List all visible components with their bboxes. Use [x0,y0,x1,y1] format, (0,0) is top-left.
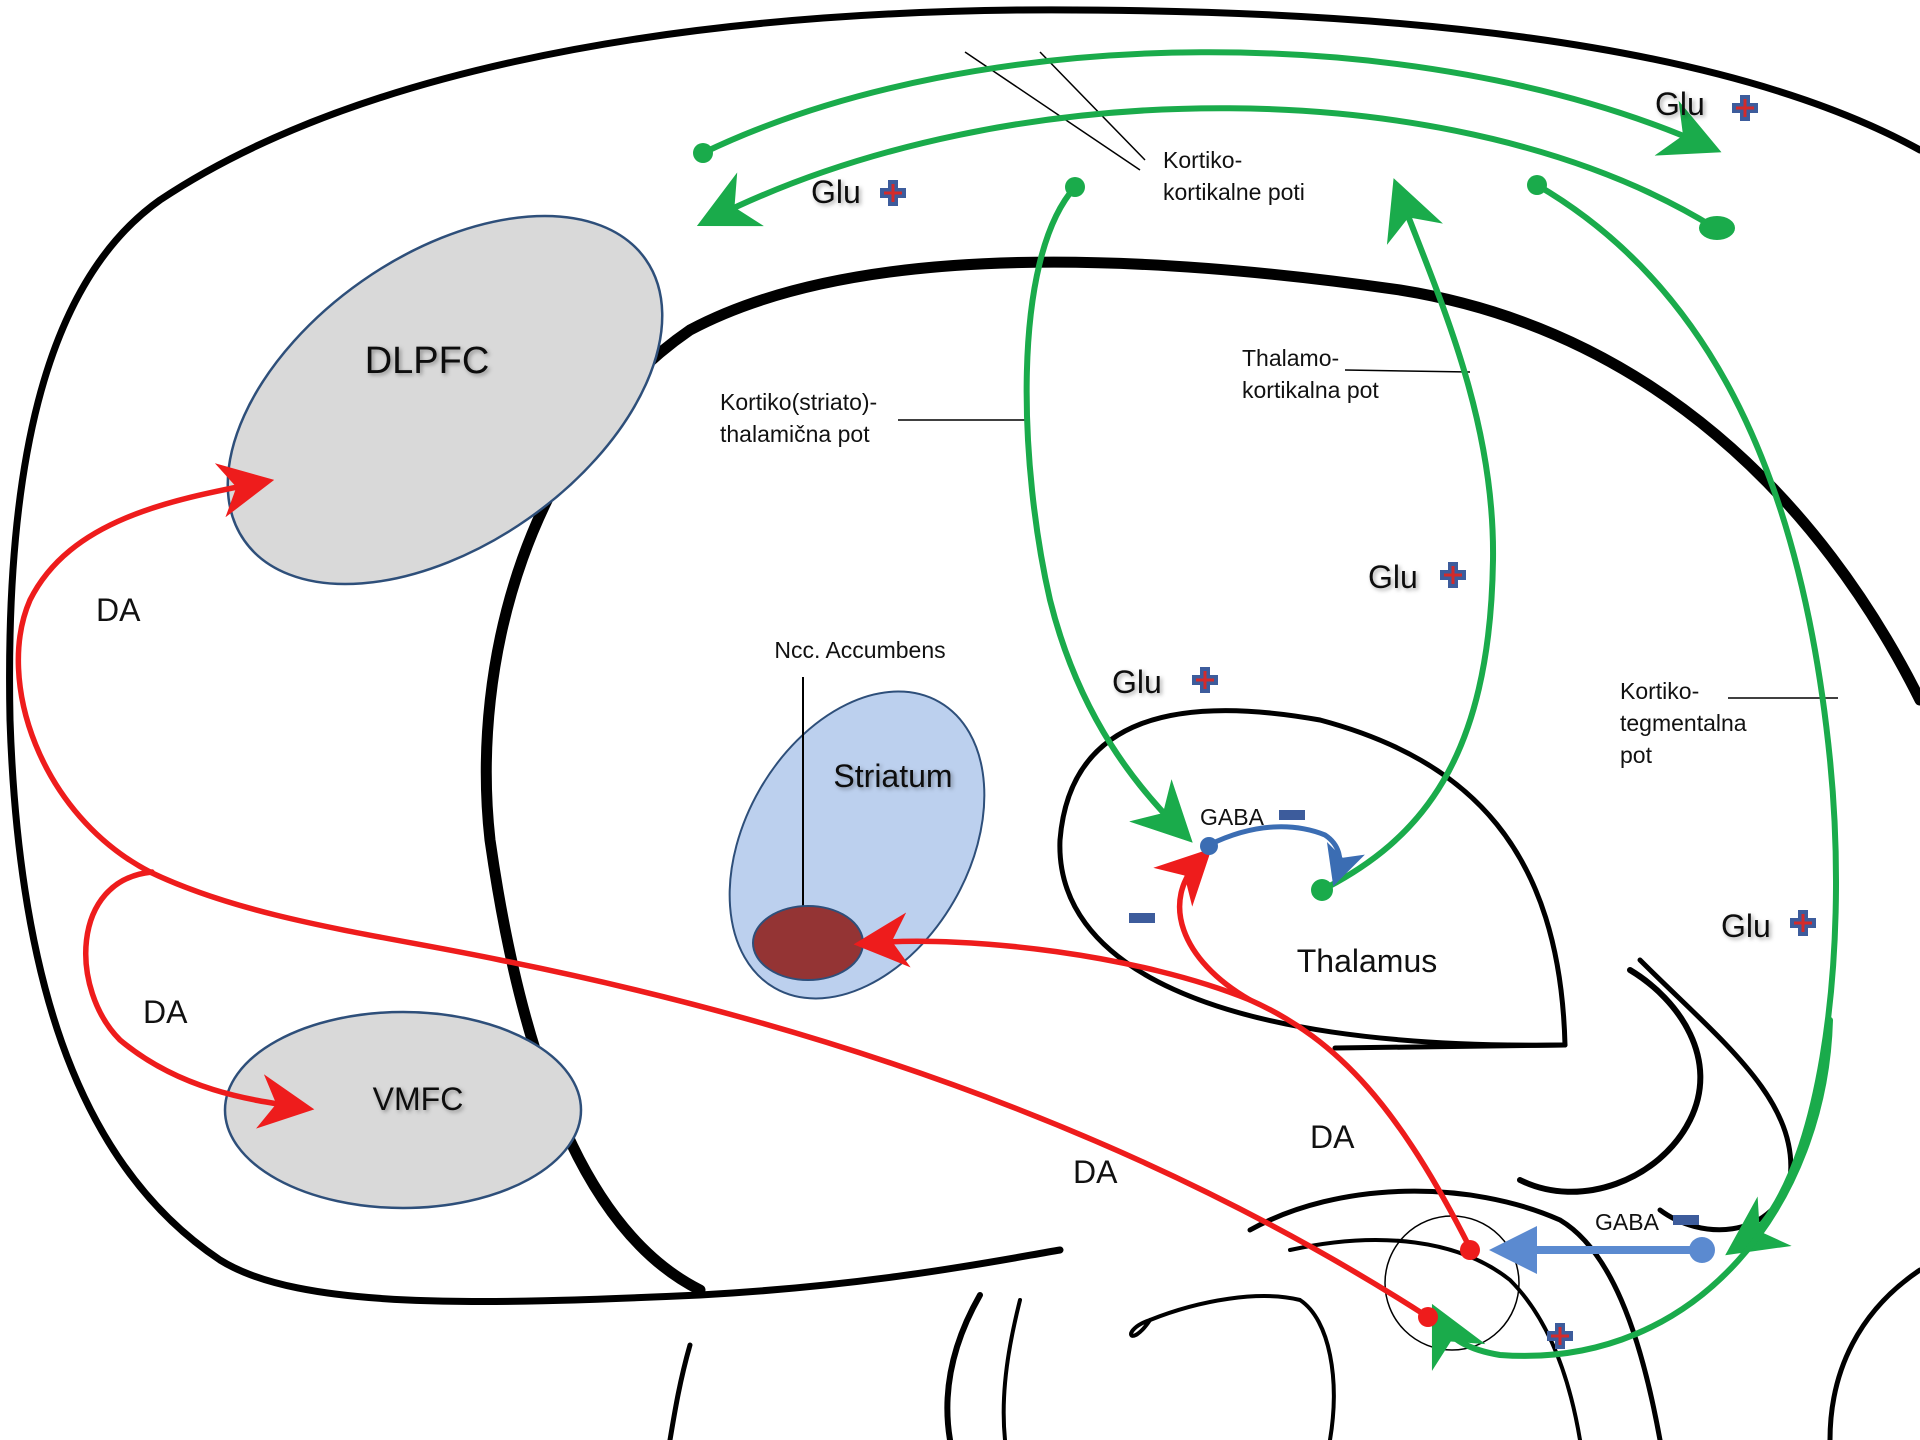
da-to-vmfc-arrow [83,869,315,1129]
glu-label-thalamo: Glu [1368,559,1418,595]
pathway-leader-lines [898,51,1838,699]
dlpfc-region: DLPFC [226,214,664,586]
dopamine-pathways [15,463,1480,1327]
glu-label-top-left: Glu [811,174,861,210]
striatum-label: Striatum [833,758,952,794]
glu-label-top-right: Glu [1655,86,1705,122]
brainstem-outline [1247,1188,1663,1440]
gaba-label-thalamus: GABA [1200,804,1265,830]
ncc-accumbens-label: Ncc. Accumbens [774,637,945,663]
glutamate-pathways [693,49,1839,1371]
kortiko-striato-thalamicna-label: Kortiko(striato)- thalamična pot [720,389,884,447]
cortico-tegmental-arrow [1534,182,1839,1256]
cortico-thalamic-arrow [1023,184,1193,843]
da-to-dlpfc-arrow [15,463,1431,1320]
da-label-accumbens: DA [1073,1154,1118,1190]
thalamus-label: Thalamus [1297,943,1438,979]
da-to-thalamus-arrow [1153,848,1253,1003]
ncc-accumbens-region [752,905,864,981]
corpus-callosum [480,256,1920,1296]
glu-label-cortico-thalamic: Glu [1112,664,1162,700]
cortex-outline [6,6,1920,1306]
thalamo-kortikalna-label: Thalamo- kortikalna pot [1242,345,1379,403]
glu-label-tegmental: Glu [1721,908,1771,944]
dlpfc-label: DLPFC [365,340,490,382]
cortico-cortical-arrow-1 [700,49,1722,156]
vmfc-region: VMFC [223,1010,583,1210]
vta-circle [1384,1215,1520,1351]
striatum-region: Striatum Ncc. Accumbens [728,637,986,1000]
vmfc-label: VMFC [373,1081,464,1117]
kortiko-kortikalne-label: Kortiko- kortikalne poti [1163,147,1305,205]
gaba-pathways [1200,824,1715,1274]
minus-icon-thalamus [1129,913,1155,923]
da-label-dlpfc: DA [96,592,141,628]
gaba-label-tegmental: GABA [1595,1209,1660,1235]
kortiko-tegmentalna-label: Kortiko- tegmentalna pot [1620,678,1753,768]
tegmental-return-arrow [1431,1017,1833,1371]
transmitter-labels: Glu Glu Glu Glu Glu DA DA DA DA GABA GAB… [96,86,1816,1349]
da-label-vmfc: DA [143,994,188,1030]
thalamo-cortical-arrow [1319,178,1497,893]
thalamus-outline [1057,708,1568,1048]
da-label-thalamus: DA [1310,1119,1355,1155]
plus-icon-vta [1547,1323,1573,1349]
brain-outline [6,6,1920,1440]
cortico-cortical-arrow-2 [696,105,1718,231]
gaba-thalamic-arrow [1206,824,1365,887]
